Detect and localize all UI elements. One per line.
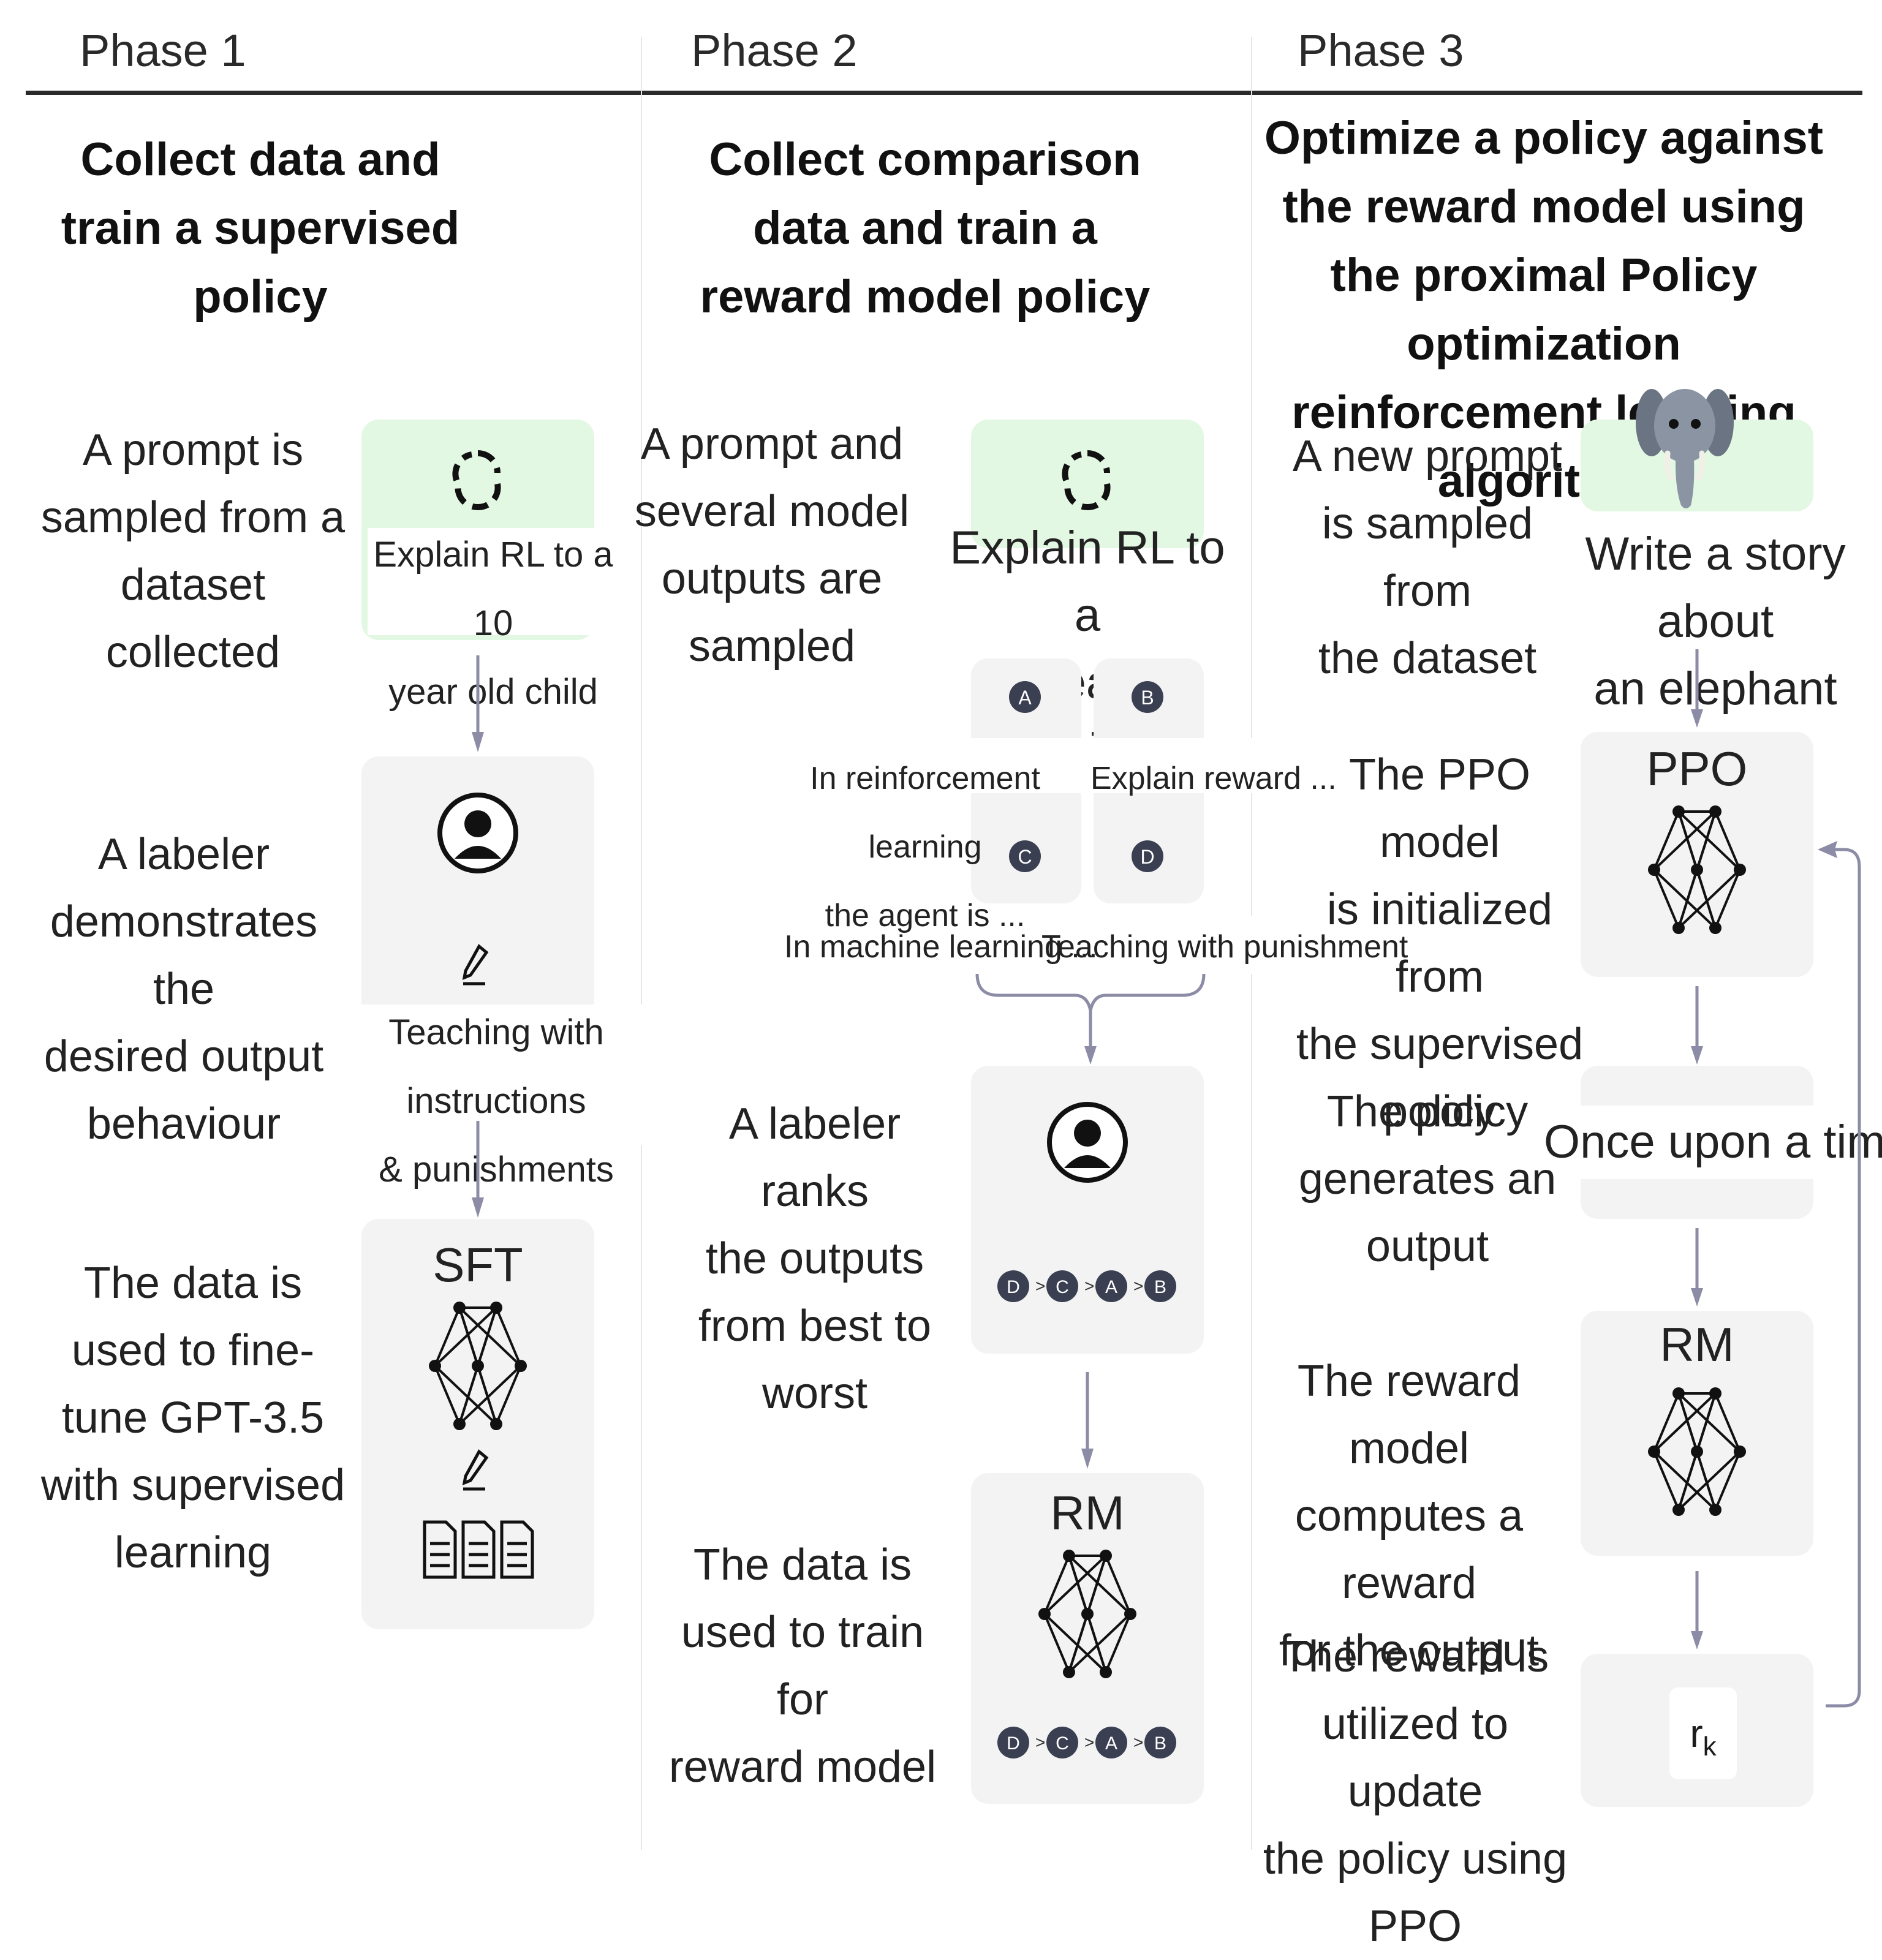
phase-3-label: Phase 3 [1298, 25, 1464, 76]
phase-3-rm-label: RM [1660, 1317, 1734, 1371]
svg-text:C: C [1056, 1733, 1069, 1754]
phase-2-step-2: A labeler ranks the outputs from best to… [698, 1099, 932, 1418]
pencil-icon [462, 944, 489, 986]
svg-text:>: > [1084, 1733, 1094, 1752]
svg-text:>: > [1035, 1733, 1045, 1752]
output-d-text: Teaching with punishment [1041, 929, 1408, 965]
phase-3-step-2: The PPO model is initialized from the su… [1296, 750, 1584, 1136]
phase-1-label: Phase 1 [80, 25, 246, 76]
phase-2-step-1: A prompt and several model outputs are s… [634, 420, 910, 671]
svg-text:D: D [1007, 1733, 1020, 1754]
arrow-icon [1691, 1571, 1703, 1649]
phase-1-title: Collect data and train a supervised poli… [61, 134, 460, 323]
phase-1-step-3: The data is used to fine- tune GPT-3.5 w… [40, 1259, 346, 1577]
phase-1-step-1: A prompt is sampled from a dataset colle… [40, 426, 346, 677]
column-separator [641, 37, 642, 1850]
elephant-icon [1636, 389, 1734, 508]
output-c-text: In machine learning ... [784, 929, 1098, 965]
ranking-badges: D > C > A > B [997, 1727, 1176, 1758]
brace-arrow-icon [975, 973, 1206, 1065]
neural-network-icon [1038, 1550, 1136, 1678]
svg-text:D: D [1140, 846, 1154, 868]
phase-1-demo-text: Teaching with instructions & punishments [379, 1012, 614, 1189]
phase-2-title: Collect comparison data and train a rewa… [700, 134, 1151, 323]
refresh-icon [1062, 450, 1111, 511]
svg-text:>: > [1084, 1276, 1094, 1295]
pencil-icon [462, 1449, 489, 1491]
phase-3-rm-card [1581, 1311, 1813, 1556]
svg-text:B: B [1154, 1277, 1166, 1297]
reward-value: rk [1669, 1687, 1737, 1779]
phase-2-prompt-card [971, 420, 1204, 548]
output-b-text: Explain reward ... [1090, 761, 1337, 796]
svg-text:A: A [1018, 687, 1032, 709]
svg-text:>: > [1133, 1276, 1143, 1295]
phase-3-step-3: The policy generates an output [1298, 1087, 1557, 1271]
svg-text:>: > [1133, 1733, 1143, 1752]
ranking-row: D > C > A > B [992, 1721, 1189, 1764]
arrow-icon [1691, 1228, 1703, 1306]
feedback-loop-arrow-icon [1818, 841, 1861, 1708]
arrow-icon [472, 655, 484, 752]
phase-1-step-2: A labeler demonstrates the desired outpu… [43, 830, 324, 1148]
neural-network-icon [1648, 1387, 1746, 1516]
rank-badge-icon: D [1132, 840, 1163, 872]
rank-badge-icon: A [1009, 681, 1041, 713]
output-a-text: In reinforcement learning the agent is .… [810, 761, 1040, 933]
phase-2-label: Phase 2 [691, 25, 858, 76]
ranking-row: D > C > A > B [992, 1265, 1189, 1308]
rank-badge-icon: B [1132, 681, 1163, 713]
arrow-icon [1691, 986, 1703, 1065]
svg-text:A: A [1105, 1277, 1117, 1297]
svg-text:B: B [1141, 687, 1154, 709]
phase-3-step-1: A new prompt is sampled from the dataset [1292, 432, 1563, 683]
svg-text:D: D [1007, 1277, 1020, 1297]
rank-badge-icon: C [1009, 840, 1041, 872]
refresh-icon [452, 450, 501, 511]
phase-2-step-3: The data is used to train for reward mod… [668, 1540, 937, 1792]
rm-label: RM [1050, 1486, 1125, 1540]
person-icon [437, 793, 518, 873]
neural-network-icon [1648, 805, 1746, 934]
header-rule [26, 91, 1862, 95]
person-icon [1047, 1102, 1128, 1183]
svg-text:B: B [1154, 1733, 1166, 1754]
phase-3-prompt-text: Write a story about an elephant [1585, 528, 1846, 715]
ppo-label: PPO [1646, 742, 1748, 796]
arrow-icon [1081, 1372, 1094, 1469]
svg-text:C: C [1018, 846, 1032, 868]
svg-text:>: > [1035, 1276, 1045, 1295]
phase-3-ppo-card [1581, 732, 1813, 977]
phase-3-output-text: Once upon a time [1544, 1116, 1882, 1168]
sft-label: SFT [433, 1238, 523, 1292]
svg-text:A: A [1105, 1733, 1117, 1754]
reward-symbol: r [1690, 1711, 1703, 1755]
phase-3-step-5: The reward is utilized to update the pol… [1263, 1632, 1568, 1951]
document-icon [423, 1520, 534, 1579]
phase-3-step-4: The reward model computes a reward for t… [1279, 1357, 1540, 1675]
reward-subscript: k [1702, 1731, 1717, 1762]
arrow-icon [472, 1121, 484, 1218]
phase-1-sft-card [361, 1219, 594, 1629]
phase-1-prompt-text: Explain RL to a 10 year old child [373, 535, 613, 712]
arrow-icon [1691, 649, 1703, 728]
ranking-badges: D > C > A > B [997, 1270, 1176, 1302]
neural-network-icon [429, 1302, 527, 1430]
svg-text:C: C [1056, 1277, 1069, 1297]
